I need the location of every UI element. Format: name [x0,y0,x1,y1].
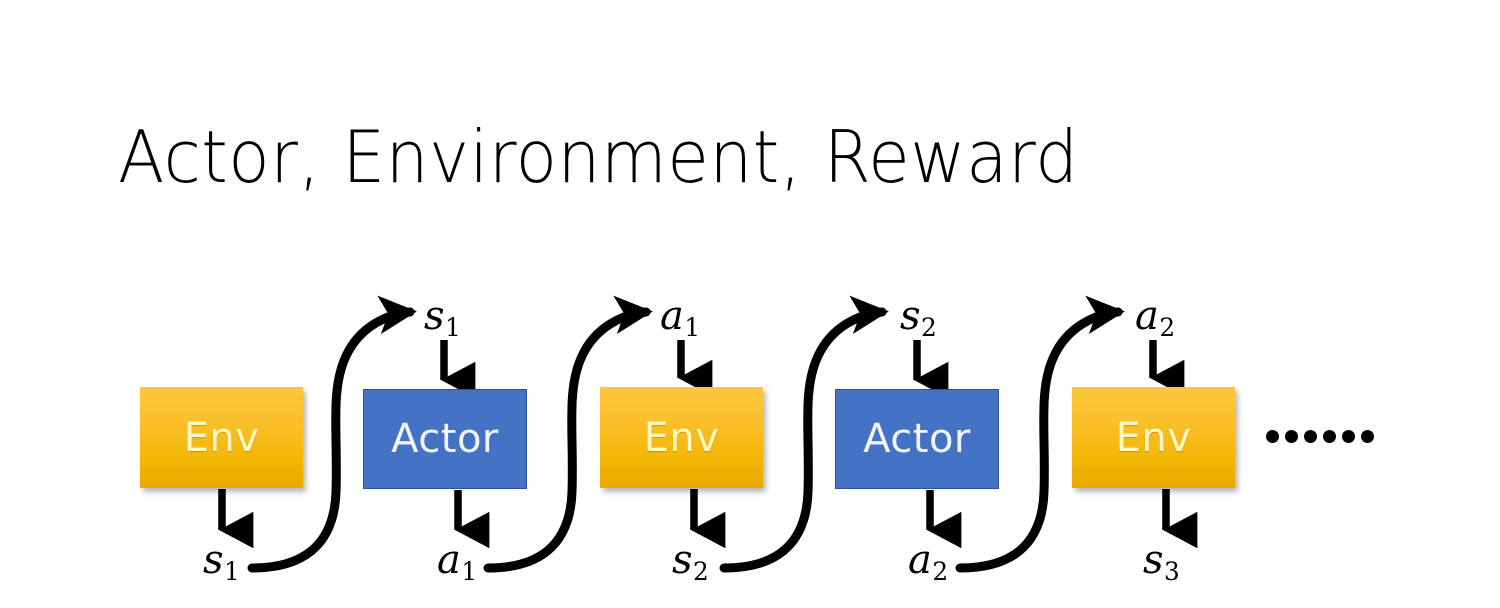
env-box-3[interactable]: Env [1072,387,1235,488]
ellipsis-dot [1266,430,1279,443]
env-box-3-label: Env [1115,414,1192,461]
env-box-1[interactable]: Env [140,387,303,488]
actor-box-1[interactable]: Actor [363,389,527,489]
action-label-a1-top: a1 [660,293,701,343]
vertical-arrows-into-boxes [440,340,1185,399]
env-box-2[interactable]: Env [600,387,763,488]
env-box-2-label: Env [643,414,720,461]
actor-box-1-label: Actor [391,416,499,462]
state-label-s2-bottom: s2 [672,537,709,587]
ellipsis-dot [1304,430,1317,443]
actor-box-2-label: Actor [863,416,971,462]
ellipsis-dot [1323,430,1336,443]
state-label-s3-bottom: s3 [1143,537,1180,587]
state-label-s1-bottom: s1 [203,537,240,587]
ellipsis-dot [1285,430,1298,443]
ellipsis-dot [1342,430,1355,443]
state-label-s2-top: s2 [900,293,937,343]
action-label-a1-bottom: a1 [437,537,478,587]
env-box-1-label: Env [183,414,260,461]
ellipsis-dot [1361,430,1374,443]
continuation-ellipsis [1266,430,1374,443]
state-label-s1-top: s1 [424,293,461,343]
page-title: Actor, Environment, Reward [118,115,1079,199]
action-label-a2-bottom: a2 [908,537,949,587]
action-label-a2-top: a2 [1135,293,1176,343]
vertical-arrows-out-of-boxes [218,489,1198,549]
actor-box-2[interactable]: Actor [835,389,999,489]
